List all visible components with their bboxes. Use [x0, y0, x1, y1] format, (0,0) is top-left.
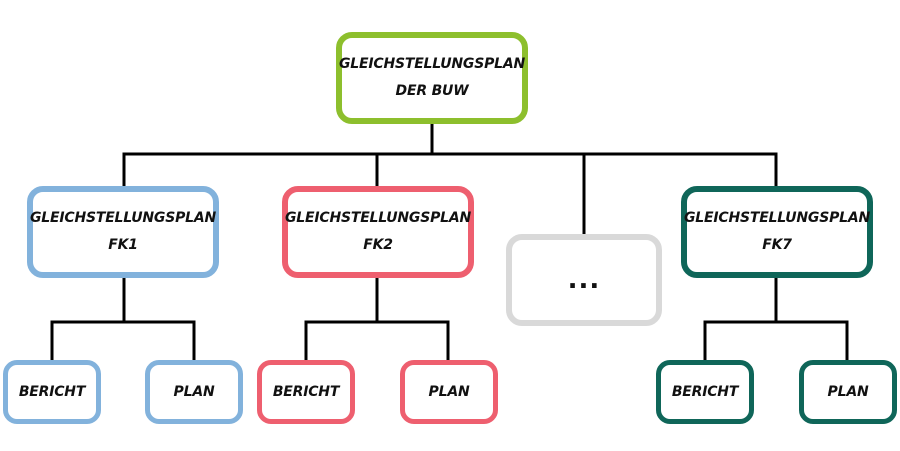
fk7-bericht-label: BERICHT — [671, 383, 739, 400]
fk7-bericht-node: BERICHT — [656, 360, 754, 424]
root-node-title: GLEICHSTELLUNGSPLAN — [338, 56, 526, 72]
fk1-node: GLEICHSTELLUNGSPLAN FK1 — [27, 186, 219, 278]
fk1-bericht-node: BERICHT — [3, 360, 101, 424]
fk2-plan-node: PLAN — [400, 360, 498, 424]
fk2-bericht-node: BERICHT — [257, 360, 355, 424]
fk2-bericht-label: BERICHT — [272, 383, 340, 400]
fk7-node-title: GLEICHSTELLUNGSPLAN — [683, 210, 871, 226]
fk2-node: GLEICHSTELLUNGSPLAN FK2 — [282, 186, 474, 278]
fk7-plan-node: PLAN — [799, 360, 897, 424]
root-node-subtitle: DER BUW — [395, 83, 469, 99]
fk2-node-subtitle: FK2 — [363, 237, 393, 253]
placeholder-ellipsis: ... — [567, 264, 601, 295]
root-node: GLEICHSTELLUNGSPLAN DER BUW — [336, 32, 528, 124]
fk1-plan-node: PLAN — [145, 360, 243, 424]
placeholder-node: ... — [506, 234, 662, 326]
fk7-node-subtitle: FK7 — [762, 237, 792, 253]
fk2-node-title: GLEICHSTELLUNGSPLAN — [284, 210, 472, 226]
fk1-plan-label: PLAN — [173, 383, 215, 400]
fk1-node-title: GLEICHSTELLUNGSPLAN — [29, 210, 217, 226]
fk1-node-subtitle: FK1 — [108, 237, 138, 253]
fk1-bericht-label: BERICHT — [18, 383, 86, 400]
fk7-node: GLEICHSTELLUNGSPLAN FK7 — [681, 186, 873, 278]
fk2-plan-label: PLAN — [428, 383, 470, 400]
fk7-plan-label: PLAN — [827, 383, 869, 400]
